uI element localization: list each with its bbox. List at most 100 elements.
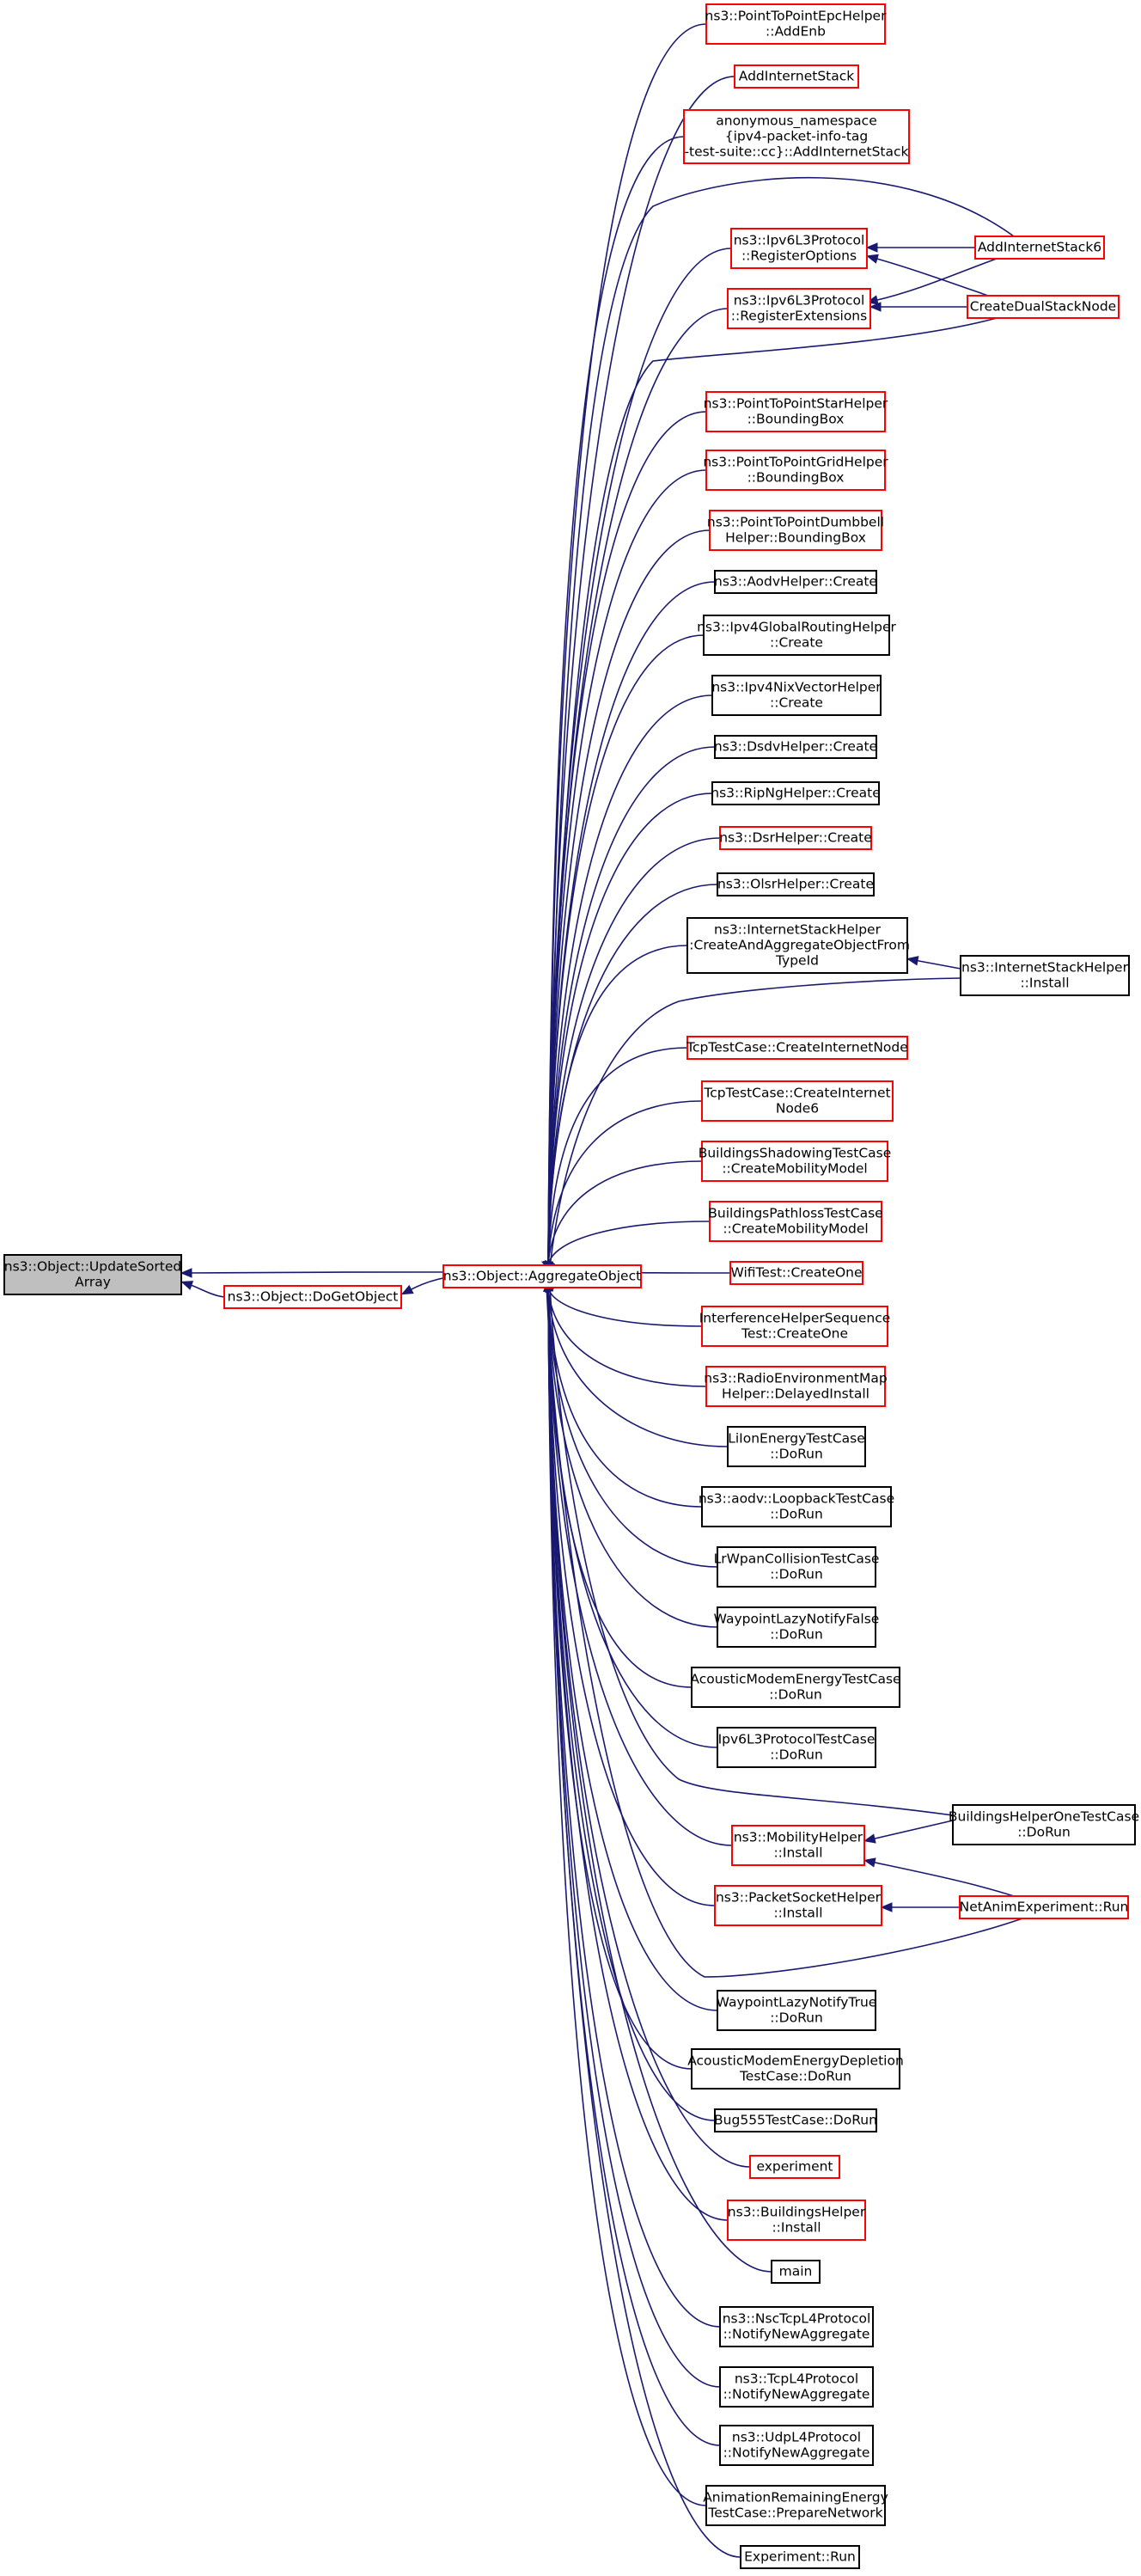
node-box[interactable] xyxy=(3,1254,182,1295)
node-dsdv-create[interactable]: ns3::DsdvHelper::Create xyxy=(714,735,877,759)
node-add-internet-stack6[interactable]: AddInternetStack6 xyxy=(974,236,1105,260)
node-box[interactable] xyxy=(705,1366,886,1407)
node-box[interactable] xyxy=(730,228,868,269)
node-box[interactable] xyxy=(691,1667,900,1708)
node-experiment[interactable]: experiment xyxy=(749,2155,840,2179)
node-box[interactable] xyxy=(967,295,1120,319)
node-box[interactable] xyxy=(714,570,877,594)
node-anim-remaining-prepare[interactable]: AnimationRemainingEnergyTestCase::Prepar… xyxy=(703,2485,888,2526)
node-box[interactable] xyxy=(719,2306,874,2347)
node-tcpl4-notify[interactable]: ns3::TcpL4Protocol::NotifyNewAggregate xyxy=(719,2366,874,2408)
node-box[interactable] xyxy=(701,1141,888,1182)
node-box[interactable] xyxy=(714,735,877,759)
node-aggregate-object[interactable]: ns3::Object::AggregateObject xyxy=(442,1264,642,1288)
node-box[interactable] xyxy=(729,1261,863,1285)
node-box[interactable] xyxy=(740,2545,860,2569)
node-lrwpan-collision-dorun[interactable]: LrWpanCollisionTestCase::DoRun xyxy=(714,1546,880,1588)
node-nsc-tcpl4-notify[interactable]: ns3::NscTcpL4Protocol::NotifyNewAggregat… xyxy=(719,2306,874,2347)
node-box[interactable] xyxy=(731,1825,865,1866)
node-bld-shadowing-mobility[interactable]: BuildingsShadowingTestCase::CreateMobili… xyxy=(699,1141,892,1182)
node-box[interactable] xyxy=(719,2425,874,2466)
node-ipv6l3-register-extensions[interactable]: ns3::Ipv6L3Protocol::RegisterExtensions xyxy=(727,288,871,329)
node-box[interactable] xyxy=(717,1606,876,1648)
node-ipv4-global-create[interactable]: ns3::Ipv4GlobalRoutingHelper::Create xyxy=(697,615,897,656)
node-box[interactable] xyxy=(705,2485,886,2526)
node-box[interactable] xyxy=(959,1895,1129,1919)
node-wifi-create-one[interactable]: WifiTest::CreateOne xyxy=(729,1261,863,1285)
node-box[interactable] xyxy=(701,1306,888,1347)
node-box[interactable] xyxy=(727,288,871,329)
node-box[interactable] xyxy=(705,3,886,45)
node-interference-create-one[interactable]: InterferenceHelperSequenceTest::CreateOn… xyxy=(699,1306,891,1347)
node-p2p-epc-addenb[interactable]: ns3::PointToPointEpcHelper::AddEnb xyxy=(705,3,888,45)
node-waypoint-false-dorun[interactable]: WaypointLazyNotifyFalse::DoRun xyxy=(714,1606,880,1648)
node-ish-create-aggregate[interactable]: ns3::InternetStackHelper::CreateAndAggre… xyxy=(685,917,910,974)
node-liion-dorun[interactable]: LiIonEnergyTestCase::DoRun xyxy=(727,1426,866,1467)
node-box[interactable] xyxy=(952,1804,1136,1845)
node-bld-pathloss-mobility[interactable]: BuildingsPathlossTestCase::CreateMobilit… xyxy=(708,1201,883,1242)
node-box[interactable] xyxy=(717,1546,876,1588)
node-olsr-create[interactable]: ns3::OlsrHelper::Create xyxy=(717,872,875,896)
node-do-get-object[interactable]: ns3::Object::DoGetObject xyxy=(223,1285,402,1309)
node-box[interactable] xyxy=(727,1426,866,1467)
node-radio-env-delayed-install[interactable]: ns3::RadioEnvironmentMapHelper::DelayedI… xyxy=(704,1366,888,1407)
node-box[interactable] xyxy=(442,1264,642,1288)
node-packet-socket-install[interactable]: ns3::PacketSocketHelper::Install xyxy=(714,1885,882,1926)
node-ripng-create[interactable]: ns3::RipNgHelper::Create xyxy=(711,781,881,805)
node-box[interactable] xyxy=(960,955,1130,996)
node-box[interactable] xyxy=(711,781,880,805)
node-bug555-dorun[interactable]: Bug555TestCase::DoRun xyxy=(714,2108,877,2132)
node-box[interactable] xyxy=(686,917,908,974)
node-p2p-dumbbell-bbox[interactable]: ns3::PointToPointDumbbellHelper::Boundin… xyxy=(707,510,884,551)
node-acoustic-energy-dorun[interactable]: AcousticModemEnergyTestCase::DoRun xyxy=(690,1667,901,1708)
node-aodv-loopback-dorun[interactable]: ns3::aodv::LoopbackTestCase::DoRun xyxy=(699,1486,894,1527)
node-p2p-grid-bbox[interactable]: ns3::PointToPointGridHelper::BoundingBox xyxy=(703,450,888,491)
node-box[interactable] xyxy=(683,109,910,164)
node-create-dual-stack-node[interactable]: CreateDualStackNode xyxy=(967,295,1120,319)
node-box[interactable] xyxy=(701,1486,892,1527)
node-p2p-star-bbox[interactable]: ns3::PointToPointStarHelper::BoundingBox xyxy=(704,391,888,432)
node-box[interactable] xyxy=(717,1990,876,2031)
node-netanim-run[interactable]: NetAnimExperiment::Run xyxy=(959,1895,1129,1919)
node-box[interactable] xyxy=(974,236,1105,260)
node-ipv4-nix-create[interactable]: ns3::Ipv4NixVectorHelper::Create xyxy=(711,675,882,716)
node-box[interactable] xyxy=(719,2366,874,2408)
node-buildings-helper-one-dorun[interactable]: BuildingsHelperOneTestCase::DoRun xyxy=(949,1804,1139,1845)
node-waypoint-true-dorun[interactable]: WaypointLazyNotifyTrue::DoRun xyxy=(717,1990,877,2031)
node-box[interactable] xyxy=(717,872,875,896)
node-box[interactable] xyxy=(711,675,882,716)
node-ipv6l3-register-options[interactable]: ns3::Ipv6L3Protocol::RegisterOptions xyxy=(730,228,868,269)
node-box[interactable] xyxy=(719,826,872,850)
node-box[interactable] xyxy=(686,1036,908,1060)
node-acoustic-depletion-dorun[interactable]: AcousticModemEnergyDepletionTestCase::Do… xyxy=(687,2048,904,2090)
node-box[interactable] xyxy=(749,2155,840,2179)
node-main[interactable]: main xyxy=(771,2260,821,2284)
node-dsr-create[interactable]: ns3::DsrHelper::Create xyxy=(719,826,872,850)
node-box[interactable] xyxy=(771,2260,821,2284)
node-experiment-run[interactable]: Experiment::Run xyxy=(740,2545,860,2569)
node-box[interactable] xyxy=(705,450,886,491)
node-add-internet-stack[interactable]: AddInternetStack xyxy=(734,64,859,89)
node-tcp-create-node[interactable]: TcpTestCase::CreateInternetNode xyxy=(686,1036,908,1060)
node-box[interactable] xyxy=(709,510,882,551)
node-box[interactable] xyxy=(705,391,886,432)
node-box[interactable] xyxy=(703,615,890,656)
node-box[interactable] xyxy=(727,2200,866,2241)
node-box[interactable] xyxy=(714,1885,882,1926)
node-box[interactable] xyxy=(709,1201,882,1242)
node-box[interactable] xyxy=(714,2108,877,2132)
node-box[interactable] xyxy=(717,1727,876,1768)
node-buildings-helper-install[interactable]: ns3::BuildingsHelper::Install xyxy=(727,2200,866,2241)
node-ipv6l3-test-dorun[interactable]: Ipv6L3ProtocolTestCase::DoRun xyxy=(717,1727,876,1768)
node-box[interactable] xyxy=(691,2048,900,2090)
node-box[interactable] xyxy=(701,1080,894,1122)
node-box[interactable] xyxy=(734,64,859,89)
node-box[interactable] xyxy=(223,1285,402,1309)
node-mobility-helper-install[interactable]: ns3::MobilityHelper::Install xyxy=(731,1825,865,1866)
node-ish-install[interactable]: ns3::InternetStackHelper::Install xyxy=(960,955,1130,996)
node-anon-add-internet-stack[interactable]: anonymous_namespace{ipv4-packet-info-tag… xyxy=(683,109,910,164)
node-udpl4-notify[interactable]: ns3::UdpL4Protocol::NotifyNewAggregate xyxy=(719,2425,874,2466)
node-aodv-create[interactable]: ns3::AodvHelper::Create xyxy=(714,570,877,594)
